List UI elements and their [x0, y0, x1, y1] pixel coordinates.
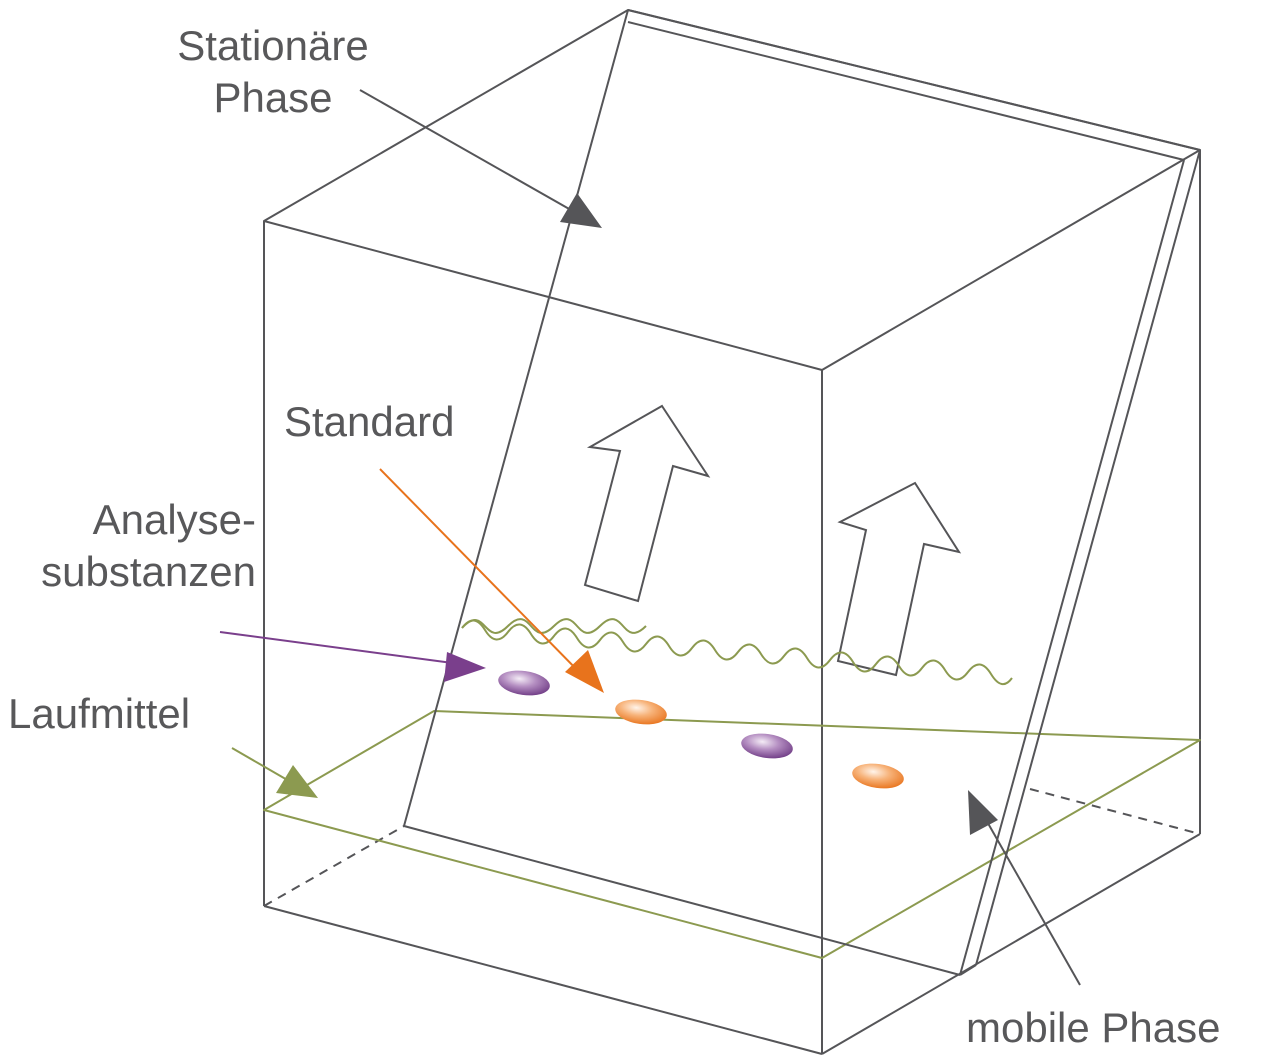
plate-right-inner-edge [959, 159, 1185, 976]
standard-spot [852, 763, 904, 789]
plate-bottom-edge [403, 825, 961, 976]
label-stationary-phase-line1: Stationäre [177, 22, 369, 69]
label-standard: Standard [284, 398, 455, 445]
solvent-level [263, 710, 1201, 959]
label-analytes-line1: Analyse- [92, 496, 256, 543]
pointer-mobile-phase [968, 790, 1081, 986]
pointer-stationary-phase [359, 89, 602, 228]
plate-top-edge [627, 9, 1201, 151]
standard-spot [615, 699, 667, 725]
tlc-plate [403, 9, 1201, 976]
arrowhead-icon [276, 765, 318, 798]
chamber-edge-bottom-right [821, 833, 1201, 1055]
chamber-edge-bottom-front [263, 905, 823, 1055]
pointer-analytes [219, 631, 486, 682]
up-arrow-icon [836, 481, 962, 677]
label-solvent: Laufmittel [8, 690, 191, 737]
label-analytes: Analyse- substanzen [0, 494, 256, 598]
arrowhead-icon [565, 650, 604, 693]
analyte-spot [741, 733, 793, 759]
label-mobile-phase: mobile Phase [966, 1004, 1221, 1051]
arrowhead-icon [444, 652, 486, 682]
solvent-front-wave-cont [461, 619, 1013, 685]
arrowhead-icon [560, 193, 602, 228]
plate-right-edge [975, 149, 1201, 966]
development-arrows [583, 404, 962, 677]
analyte-spot [498, 670, 550, 696]
pointer-standard [379, 468, 604, 693]
chamber-top-face [263, 9, 1201, 371]
up-arrow-icon [583, 404, 711, 603]
chamber-box [263, 9, 1201, 1055]
pointer-solvent [231, 747, 318, 798]
plate-bottom-thickness [959, 964, 977, 976]
plate-top-inner-edge [627, 21, 1185, 161]
chamber-edge-hidden-left [263, 825, 405, 907]
label-stationary-phase-line2: Phase [213, 74, 333, 121]
label-analytes-line2: substanzen [41, 548, 256, 595]
chamber-edge-hidden-right [1029, 788, 1201, 835]
plate-left-edge [403, 9, 629, 827]
label-stationary-phase: Stationäre Phase [150, 20, 396, 124]
spots [498, 670, 904, 789]
solvent-front-wave [461, 618, 647, 634]
arrowhead-icon [968, 790, 998, 835]
